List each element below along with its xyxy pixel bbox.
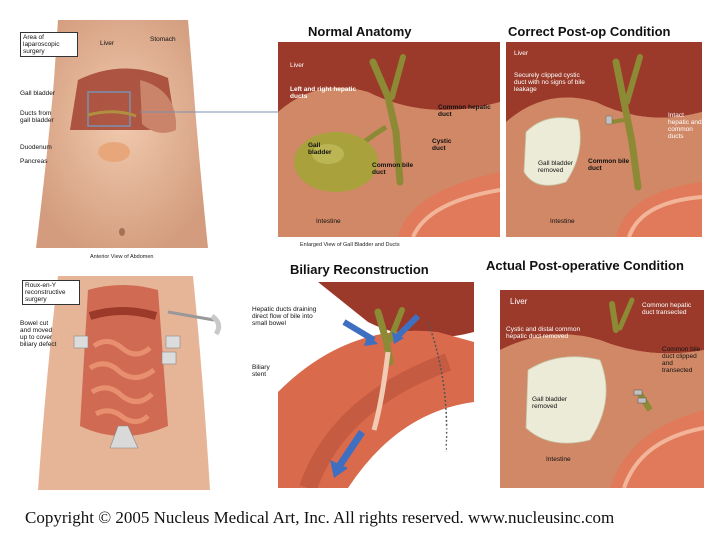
normal-anatomy-heading: Normal Anatomy	[308, 24, 412, 39]
biliary-small-bowel-label: The small bowel is cut, moved up to the …	[432, 426, 482, 460]
biliary-reconstruction-panel	[278, 282, 474, 488]
ducts-label: Ducts from gall bladder	[20, 110, 54, 124]
actual-postop-illustration	[500, 290, 704, 488]
connector-line	[140, 111, 278, 113]
roux-en-y-panel	[18, 276, 228, 490]
correct-removed-label: Gall bladder removed	[538, 160, 574, 174]
normal-anatomy-panel	[278, 42, 500, 237]
normal-common-bile-label: Common bile duct	[372, 162, 414, 176]
correct-intestine-label: Intestine	[550, 218, 575, 225]
roux-bowel-label: Bowel cut and moved up to cover biliary …	[20, 320, 57, 348]
actual-clipped-label: Common bile duct clipped and transected	[662, 346, 701, 374]
biliary-reconstruction-illustration	[278, 282, 474, 488]
normal-common-hepatic-label: Common hepatic duct	[438, 104, 491, 118]
abdomen-illustration	[36, 20, 208, 248]
normal-anatomy-caption: Enlarged View of Gall Bladder and Ducts	[300, 242, 400, 248]
abdomen-anterior-panel	[18, 20, 226, 248]
biliary-reconstruction-heading: Biliary Reconstruction	[290, 262, 429, 277]
correct-common-bile-label: Common bile duct	[588, 158, 630, 172]
biliary-stent-label: Biliary stent	[252, 364, 270, 378]
roux-en-y-label: Roux-en-Y reconstructive surgery	[22, 280, 80, 305]
normal-anatomy-illustration	[278, 42, 500, 237]
normal-liver-label: Liver	[290, 62, 305, 69]
normal-gall-bladder-label: Gall bladder	[308, 142, 332, 156]
correct-postop-heading: Correct Post-op Condition	[508, 24, 671, 39]
copyright-footer: Copyright © 2005 Nucleus Medical Art, In…	[25, 508, 615, 527]
normal-intestine-label: Intestine	[316, 218, 341, 225]
actual-postop-panel	[500, 290, 704, 488]
actual-cystic-removed-label: Cystic and distal common hepatic duct re…	[506, 326, 581, 340]
normal-cystic-label: Cystic duct	[432, 138, 452, 152]
biliary-hepatic-ducts-label: Hepatic ducts draining direct flow of bi…	[252, 306, 317, 327]
stomach-label: Stomach	[150, 36, 176, 43]
correct-liver-label: Liver	[514, 50, 529, 57]
actual-intestine-label: Intestine	[546, 456, 571, 463]
abdomen-caption: Anterior View of Abdomen	[90, 254, 154, 260]
area-laparoscopic-label: Area of laparoscopic surgery	[20, 32, 78, 57]
correct-postop-illustration	[506, 42, 702, 237]
actual-removed-label: Gall bladder removed	[532, 396, 568, 410]
correct-clipped-label: Securely clipped cystic duct with no sig…	[514, 72, 585, 93]
actual-transected-label: Common hepatic duct transected	[642, 302, 692, 316]
roux-en-y-illustration	[38, 276, 222, 490]
duodenum-label: Duodenum	[20, 144, 52, 151]
liver-label: Liver	[100, 40, 115, 47]
actual-liver-label: Liver	[510, 297, 528, 306]
pancreas-label: Pancreas	[20, 158, 48, 165]
correct-postop-panel	[506, 42, 702, 237]
actual-postop-heading: Actual Post-operative Condition	[486, 258, 684, 273]
gall-bladder-label: Gall bladder	[20, 90, 56, 97]
correct-intact-label: Intact hepatic and common ducts	[668, 112, 702, 140]
normal-hepatic-ducts-label: Left and right hepatic ducts	[290, 86, 357, 100]
